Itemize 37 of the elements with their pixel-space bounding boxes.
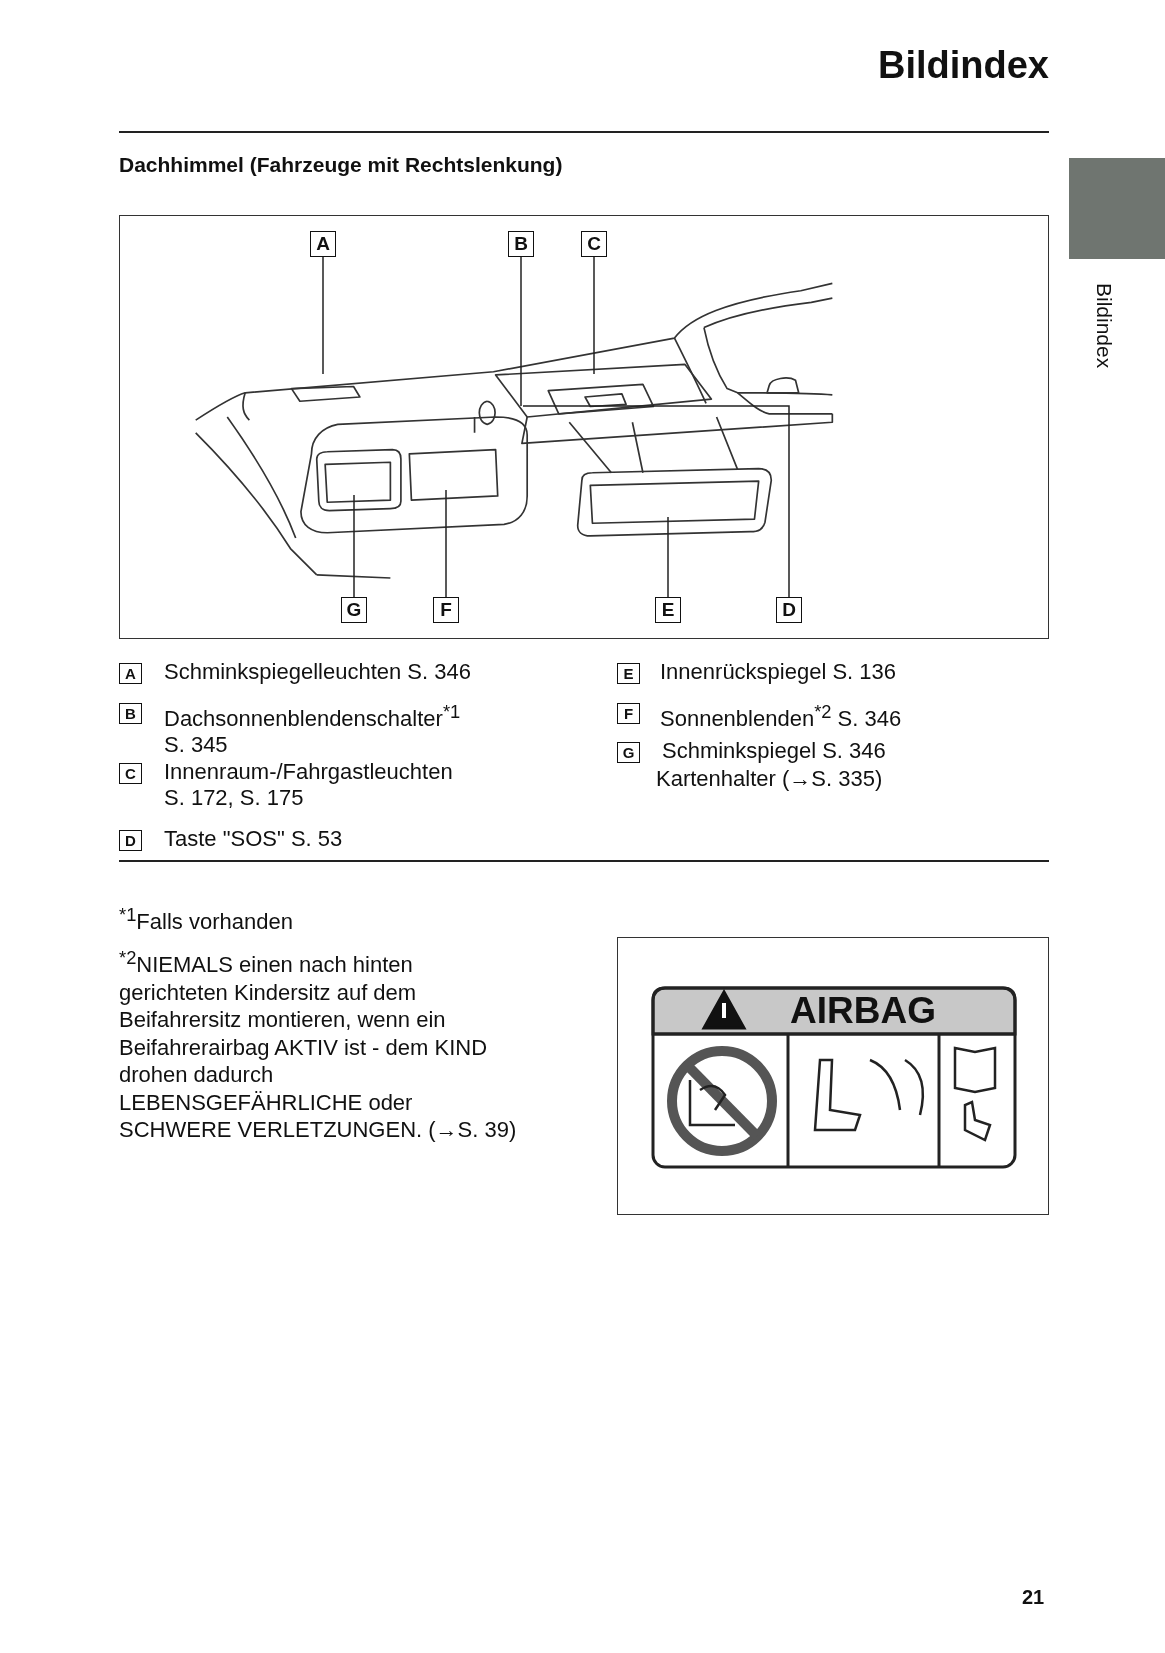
warning-label-text: AIRBAG xyxy=(790,990,936,1031)
legend-text: Kartenhalter (→S. 335) xyxy=(656,766,884,792)
callout-letter: C xyxy=(581,231,607,257)
page-number: 21 xyxy=(1022,1585,1045,1609)
leader-line xyxy=(322,256,324,375)
legend-text: Dachsonnenblendenschalter$^{*1}$ S. 345 xyxy=(164,700,462,759)
leader-line xyxy=(520,256,522,407)
legend-text: Sonnenblenden$^{*2}$ S. 346 xyxy=(660,700,903,733)
callout-letter: G xyxy=(617,742,640,763)
callout-letter: F xyxy=(617,703,640,724)
callout-letter: G xyxy=(341,597,367,623)
legend-text: Taste "SOS" S. 53 xyxy=(164,826,344,852)
footnote: $^{*2}$NIEMALS einen nach hinten gerichteten Kindersitz auf dem Beifahrersitz montieren, wenn ein Beifahrerairbag AKTIV ist - dem KIND drohen dadurch LEBENSGEFÄHRLICHE oder SCHWERE VERLETZUNGEN. (→S. 39) xyxy=(119,946,518,1144)
leader-line xyxy=(667,516,669,598)
callout-letter: D xyxy=(119,830,142,851)
callout-letter: C xyxy=(119,763,142,784)
callout-letter: F xyxy=(433,597,459,623)
callout-letter: E xyxy=(617,663,640,684)
leader-line xyxy=(445,489,447,598)
legend-text: Schminkspiegel S. 346 xyxy=(662,738,887,764)
callout-letter: A xyxy=(310,231,336,257)
callout-letter: E xyxy=(655,597,681,623)
page-title: Bildindex xyxy=(877,44,1049,87)
side-tab-label: Bildindex xyxy=(1092,283,1117,369)
thumb-tab xyxy=(1069,158,1165,259)
legend-text: Innenrückspiegel S. 136 xyxy=(660,659,898,685)
leader-line xyxy=(593,256,595,375)
callout-letter: B xyxy=(119,703,142,724)
legend-text: Schminkspiegelleuchten S. 346 xyxy=(164,659,472,685)
callout-letter: A xyxy=(119,663,142,684)
leader-line xyxy=(522,405,790,598)
leader-line xyxy=(353,494,355,598)
callout-letter: B xyxy=(508,231,534,257)
footnote: $^{*1}$Falls vorhanden xyxy=(119,903,294,936)
callout-letter: D xyxy=(776,597,802,623)
legend-text: Innenraum-/Fahrgastleuchten S. 172, S. 175 xyxy=(164,759,454,811)
section-heading: Dachhimmel (Fahrzeuge mit Rechtslenkung) xyxy=(119,152,563,177)
